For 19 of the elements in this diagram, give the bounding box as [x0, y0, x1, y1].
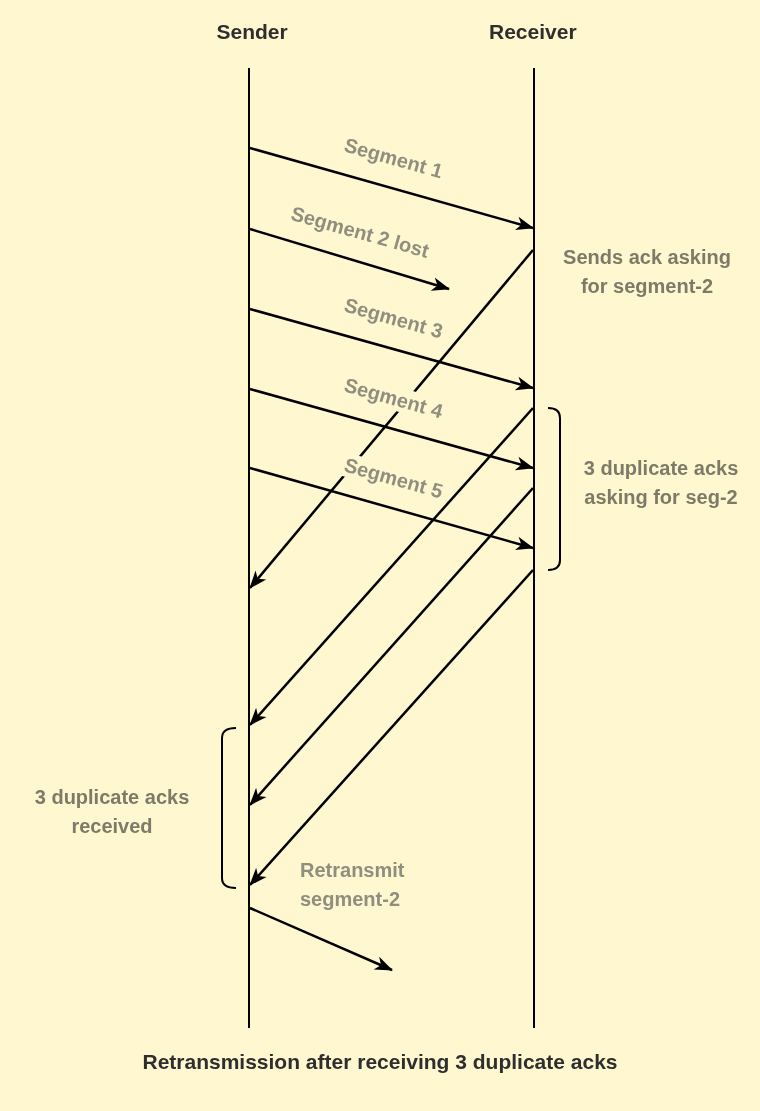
- arrow: [249, 146, 534, 231]
- arrow: [249, 466, 534, 551]
- arrow: [249, 249, 534, 589]
- arrow: [249, 407, 534, 726]
- annotation: 3 duplicate acks asking for seg-2: [582, 456, 740, 510]
- arrow: [249, 569, 534, 886]
- annotation: 3 duplicate acks received: [33, 785, 191, 839]
- arrow: [249, 227, 450, 291]
- lifeline-heading: Sender: [216, 19, 288, 45]
- lifeline: [533, 68, 535, 1028]
- lifeline: [248, 68, 250, 1028]
- caption: Retransmission after receiving 3 duplicate acks: [141, 1050, 619, 1074]
- arrow: [249, 487, 534, 806]
- edge-label: Retransmit segment-2: [299, 858, 406, 912]
- annotation: Sends ack asking for segment-2: [562, 245, 732, 299]
- arrow: [249, 906, 393, 972]
- arrow: [249, 307, 534, 391]
- lifeline-heading: Receiver: [489, 19, 577, 45]
- arrow: [249, 387, 534, 471]
